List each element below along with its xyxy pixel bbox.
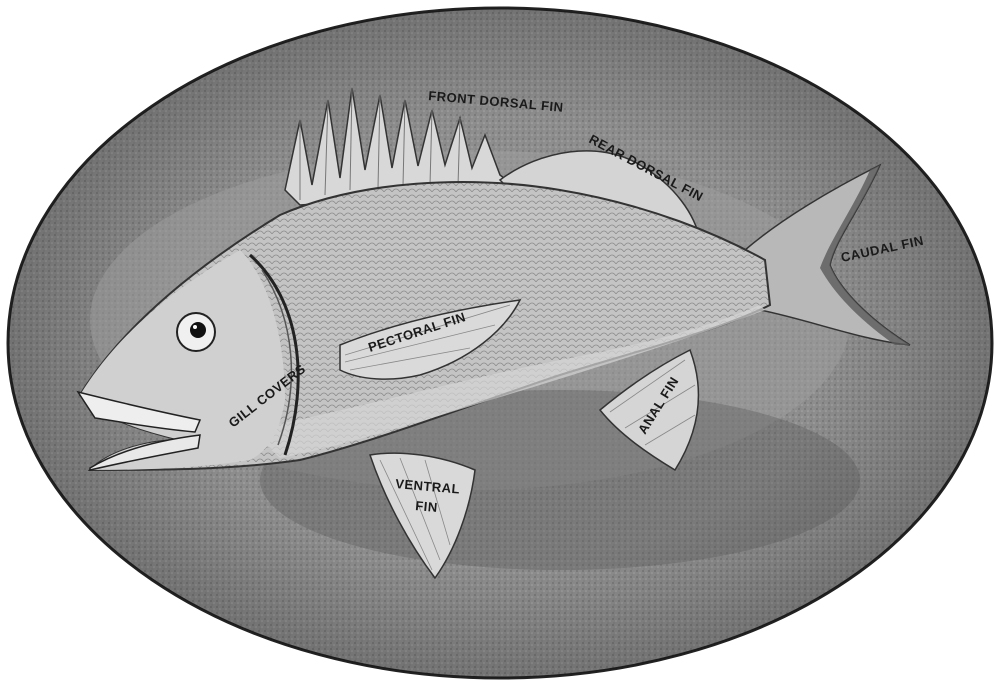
label-ventral-fin-line2: FIN xyxy=(415,498,439,515)
